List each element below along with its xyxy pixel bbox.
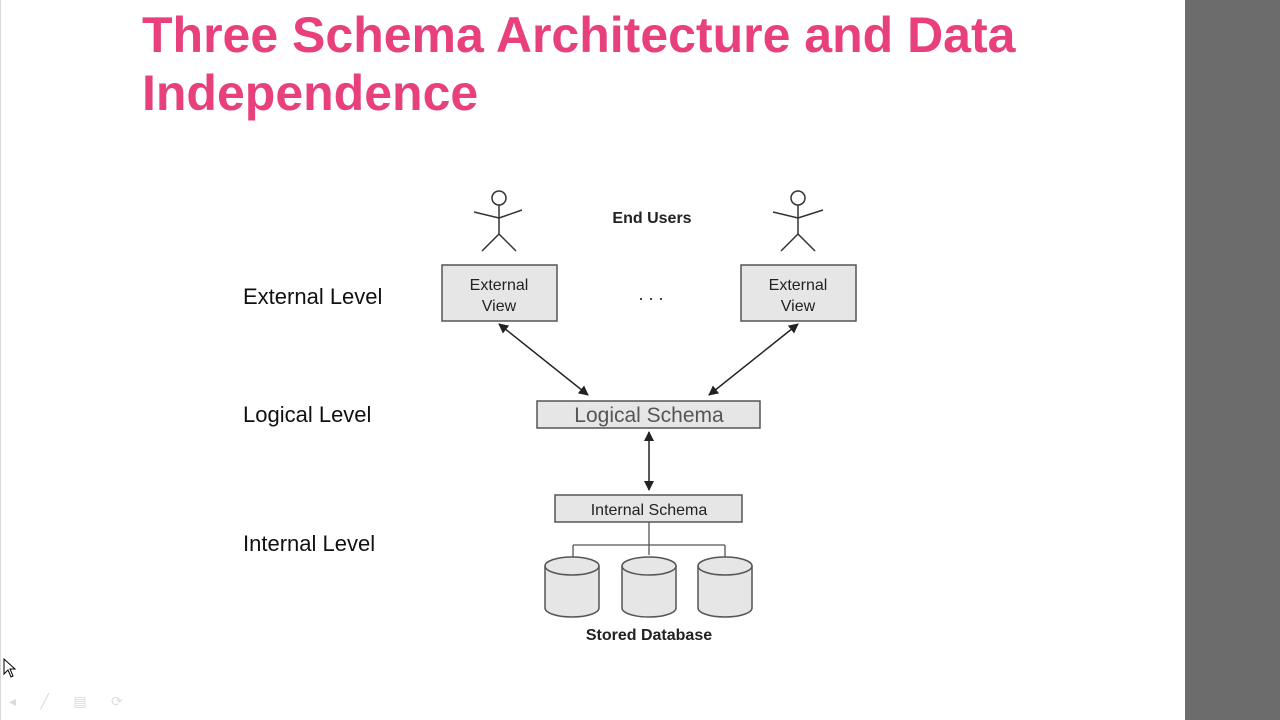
arrow-icon bbox=[708, 323, 799, 396]
logical-level-label: Logical Level bbox=[243, 402, 372, 427]
logical-schema-box: Logical Schema bbox=[536, 400, 761, 429]
slide-title: Three Schema Architecture and Data Indep… bbox=[142, 7, 1016, 121]
logical-schema-label: Logical Schema bbox=[574, 404, 724, 427]
external-view-label: External bbox=[769, 277, 828, 294]
user-figure-icon bbox=[473, 190, 523, 252]
side-panel bbox=[1185, 0, 1280, 720]
slideshow-controls[interactable]: ◂ ╱ ▤ ⟳ bbox=[9, 694, 133, 710]
external-level-label: External Level bbox=[243, 284, 383, 309]
external-view-label: View bbox=[482, 298, 517, 315]
stored-database-label: Stored Database bbox=[586, 627, 712, 644]
internal-level-label: Internal Level bbox=[243, 531, 376, 556]
user-figure-icon bbox=[772, 190, 824, 252]
three-schema-diagram: End Users External View . . . External V… bbox=[441, 190, 857, 644]
arrow-icon bbox=[498, 323, 589, 396]
end-users-label: End Users bbox=[612, 210, 691, 227]
external-view-label: External bbox=[470, 277, 529, 294]
ellipsis-text: . . . bbox=[638, 284, 663, 304]
database-cylinder-icon bbox=[621, 556, 677, 618]
internal-schema-box: Internal Schema bbox=[554, 494, 743, 523]
database-cylinder-icon bbox=[697, 556, 753, 618]
external-view-label: View bbox=[781, 298, 816, 315]
external-view-box-right: External View bbox=[740, 264, 857, 322]
external-view-box-left: External View bbox=[441, 264, 558, 322]
database-cylinder-icon bbox=[544, 556, 600, 618]
mouse-cursor-icon bbox=[3, 658, 17, 678]
slide: Three Schema Architecture and Data Indep… bbox=[0, 0, 1016, 720]
internal-schema-label: Internal Schema bbox=[591, 502, 708, 519]
database-connectors bbox=[572, 522, 726, 558]
